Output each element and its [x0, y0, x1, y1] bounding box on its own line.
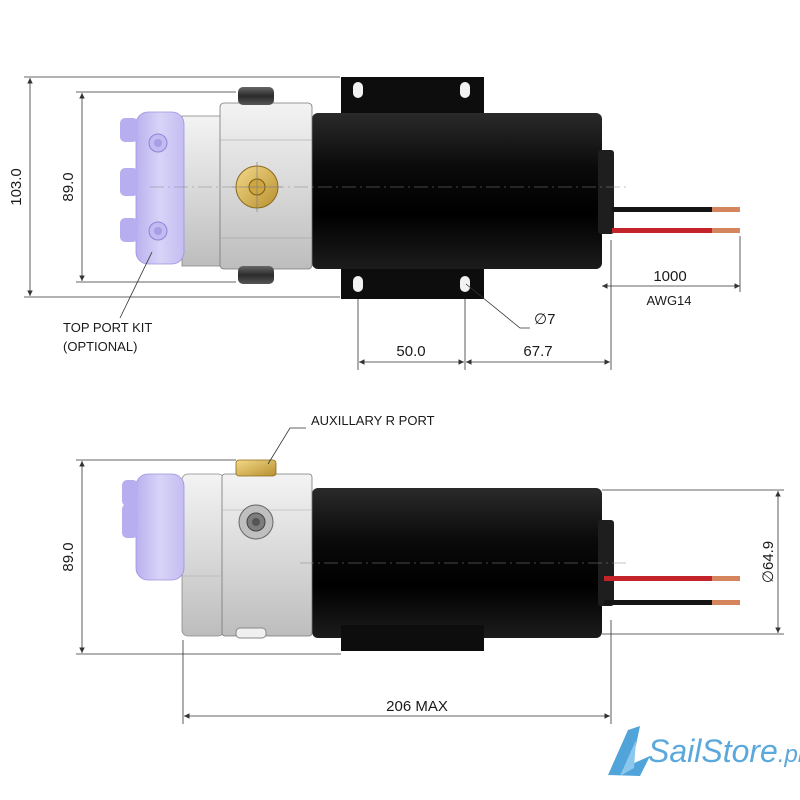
- dim-height-side: 89.0: [60, 542, 77, 571]
- pump-cap-bottom: [238, 266, 274, 284]
- callout-top-port-kit: TOP PORT KIT: [63, 320, 152, 335]
- pump-collar: [181, 115, 223, 267]
- logo-text-suffix: .pl: [778, 741, 800, 768]
- logo-text-main: SailStore: [648, 733, 778, 769]
- svg-text:SailStore.pl: SailStore.pl: [648, 733, 800, 769]
- callout-aux-port: AUXILLARY R PORT: [311, 413, 435, 428]
- motor-wires: [612, 207, 740, 233]
- callout-top-port-optional: (OPTIONAL): [63, 339, 137, 354]
- dimension-lines-side: [76, 427, 784, 724]
- pump-body-side: [221, 473, 313, 637]
- motor-wires-side: [604, 576, 740, 605]
- top-view: 103.0 89.0 50.0 67.7 ∅7 1000 AWG14 TOP P…: [8, 76, 741, 370]
- sail-icon: [608, 726, 650, 776]
- sailstore-logo: SailStore.pl: [608, 726, 800, 776]
- dim-height-outer: 103.0: [8, 168, 25, 206]
- dim-mount-to-end: 67.7: [523, 343, 552, 360]
- side-view: 89.0 ∅64.9 206 MAX AUXILLARY R PORT: [60, 413, 784, 724]
- dim-hole: ∅7: [534, 311, 555, 328]
- pump-collar-side: [181, 473, 225, 637]
- motor-foot: [341, 625, 484, 651]
- dim-mount-spacing: 50.0: [396, 343, 425, 360]
- dim-height-inner: 89.0: [60, 172, 77, 201]
- dimension-lines-top: [24, 76, 741, 370]
- dim-overall-length: 206 MAX: [386, 698, 448, 715]
- cable-gauge-label: AWG14: [646, 293, 691, 308]
- motor-endcap: [598, 150, 614, 234]
- dim-motor-diameter: ∅64.9: [760, 541, 777, 583]
- pump-cap-top: [238, 87, 274, 105]
- motor-body: [312, 113, 602, 269]
- dim-cable-length: 1000: [653, 268, 686, 285]
- mount-hole-icon: [353, 82, 470, 292]
- brass-aux-port: [235, 459, 277, 477]
- mount-flange-top: [341, 77, 484, 119]
- top-port-kit-side: [122, 473, 185, 581]
- top-port-kit: [120, 111, 185, 265]
